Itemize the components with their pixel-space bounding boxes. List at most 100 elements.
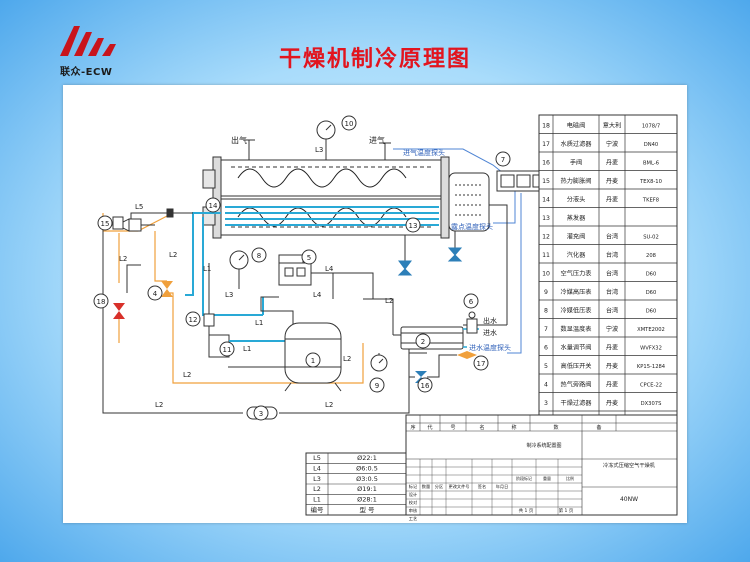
pipe-row-spec: Ø6:0.5 (356, 465, 378, 473)
callout-number: 2 (421, 338, 425, 346)
pipe-label-l2-bypass: L2 (169, 251, 177, 259)
callout-number: 10 (345, 120, 354, 128)
parts-row-name: 分液头 (567, 196, 586, 204)
title-role: 审核 (409, 507, 418, 514)
parts-row-origin: 丹麦 (606, 159, 618, 167)
callout-number: 15 (101, 220, 110, 228)
pipe-row-spec: Ø3:0.5 (356, 475, 378, 483)
water-condenser-icon (400, 326, 464, 350)
pipe-row-no: L2 (313, 485, 321, 493)
parts-row-model: TEX8-10 (639, 179, 662, 185)
pipe-label-l4-b: L4 (325, 265, 334, 273)
heat-exchanger (202, 156, 490, 239)
pipe-label-l4-a: L4 (313, 291, 322, 299)
parts-row-name: 水量调节阀 (561, 344, 592, 352)
drawing-sheet: 出气 进气 进气温度探头 露点温度探头 进水温度探头 (63, 85, 687, 523)
title-role: 设计 (409, 491, 417, 498)
parts-row-no: 18 (542, 123, 550, 130)
parts-row-model: DN40 (644, 142, 658, 148)
pipe-row-no: L4 (313, 465, 321, 473)
callout-number: 18 (97, 298, 106, 306)
parts-row-no: 13 (542, 215, 550, 222)
callout-circle (495, 151, 511, 167)
title-top-col: 号 (450, 425, 455, 431)
pipe-label-l2-bottom: L2 (155, 401, 163, 409)
parts-row-model: BML-6 (643, 161, 659, 167)
pipe-row-no: L3 (313, 475, 321, 483)
parts-row-no: 4 (544, 382, 548, 389)
parts-row-name: 灌充阀 (567, 233, 586, 241)
callout-number: 14 (209, 202, 218, 210)
parts-row-model: D60 (646, 272, 657, 278)
parts-row-origin: 宁波 (606, 140, 618, 148)
callout-number: 13 (409, 222, 418, 230)
parts-row-name: 冷媒低压表 (561, 307, 592, 315)
title-top-col: 称 (511, 424, 516, 431)
hand-valve-piping (409, 354, 457, 378)
title-rev-col: 分区 (435, 483, 443, 490)
parts-row-no: 8 (544, 308, 548, 315)
parts-row-origin: 宁波 (606, 325, 618, 333)
callout-circle (97, 215, 113, 231)
callout-number: 7 (501, 156, 505, 164)
water-in-label: 进水 (483, 328, 497, 337)
parts-row-model: SU-02 (643, 235, 659, 241)
pipe-label-l1-upper: L1 (203, 265, 211, 273)
callout-circle (301, 249, 317, 265)
pipe-label-l2-mid: L2 (183, 371, 191, 379)
callout-circle (369, 377, 385, 393)
callout-number: 17 (477, 360, 486, 368)
pipe-label-l1-lower: L1 (243, 345, 251, 353)
callout-number: 6 (469, 298, 474, 306)
parts-row-name: 空气压力表 (561, 270, 592, 278)
title-rev-col: 数量 (422, 483, 430, 490)
parts-row-origin: 意大利 (603, 122, 622, 130)
parts-row-origin: 台湾 (606, 307, 618, 315)
parts-table-frame (538, 114, 678, 467)
title-rev-col: 更改文件号 (449, 483, 470, 490)
parts-row-no: 16 (542, 160, 550, 167)
company-logo-icon (60, 26, 116, 56)
high-pressure-gauge-icon (370, 353, 388, 372)
suction-line (185, 212, 264, 316)
callout-number: 1 (311, 357, 315, 365)
parts-row-name: 电磁阀 (567, 122, 586, 130)
parts-row-model: DX307S (641, 401, 662, 407)
evaporator-coils (225, 206, 439, 226)
parts-row-origin: 台湾 (606, 288, 618, 296)
parts-row-name: 数显温度表 (561, 325, 592, 333)
callout-circle (305, 352, 321, 368)
callout-circle (341, 115, 357, 131)
title-top-col: 序 (410, 424, 415, 431)
callout-number: 4 (153, 290, 158, 298)
parts-row-no: 9 (544, 289, 548, 296)
title-sheet-count: 第 1 页 (559, 507, 574, 514)
air-ports (243, 139, 391, 160)
title-stage-col: 阶段标记 (516, 475, 532, 481)
title-sheet-count: 共 1 页 (519, 507, 534, 514)
parts-row-model: WVFX32 (640, 346, 662, 352)
parts-row-name: 冷媒高压表 (561, 288, 592, 296)
pipe-row-spec: Ø22:1 (357, 454, 377, 462)
title-role: 工艺 (409, 516, 417, 521)
title-top-col: 备 (596, 424, 601, 431)
parts-row-name: 热力膨胀阀 (561, 177, 592, 185)
title-top-col: 代 (427, 424, 432, 431)
water-filter-icon (457, 351, 477, 359)
charging-valve-icon (203, 313, 215, 327)
pipe-row-no: L1 (313, 496, 321, 504)
callout-circle (473, 355, 489, 371)
callout-circle (147, 285, 163, 301)
water-valve-icon (466, 311, 478, 334)
parts-row-no: 14 (542, 197, 550, 204)
pipe-row-spec: Ø28:1 (357, 496, 377, 504)
callout-circle (185, 311, 201, 327)
title-stage-col: 比例 (566, 475, 574, 481)
parts-row-model: XMTE2002 (637, 327, 665, 333)
title-rev-col: 年月日 (496, 483, 509, 490)
callout-circle (251, 247, 267, 263)
page-title: 干燥机制冷原理图 (278, 47, 471, 72)
parts-row-name: 高低压开关 (561, 362, 592, 370)
